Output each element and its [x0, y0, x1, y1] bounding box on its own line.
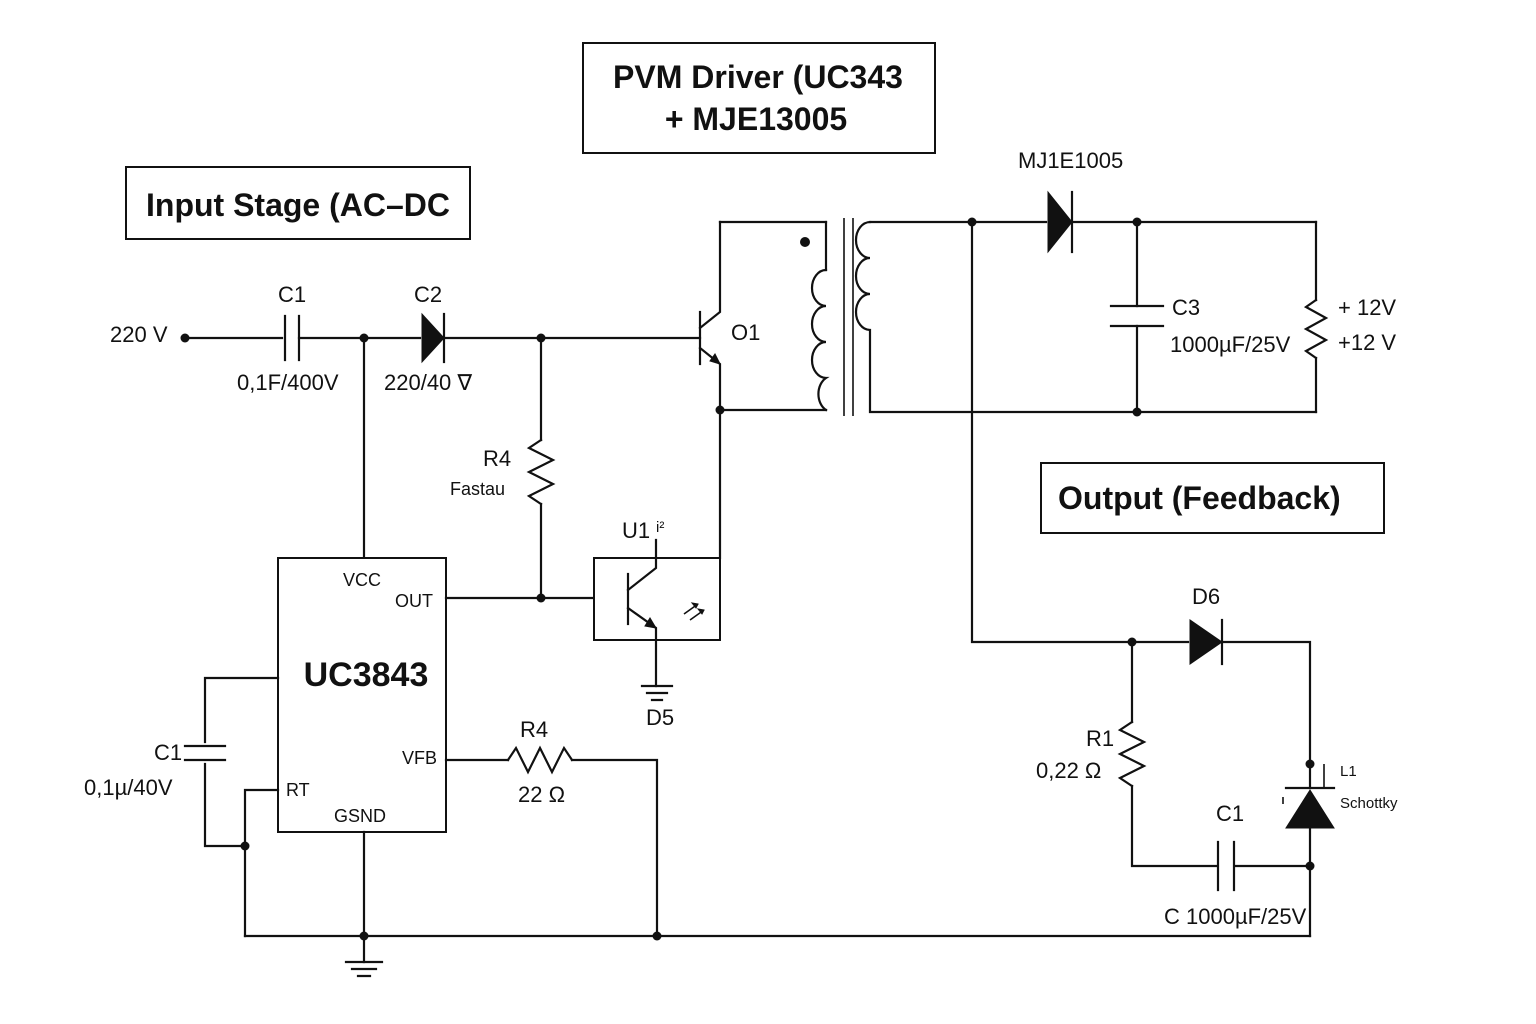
- c1-value: 0,1F/400V: [237, 370, 339, 395]
- c1-fb-name: C1: [1216, 801, 1244, 826]
- ground-symbol: [344, 960, 384, 978]
- r4-bottom-name: R4: [520, 717, 548, 742]
- resistor-r4-top: R4 Fastau: [450, 438, 556, 506]
- driver-title-line1: PVM Driver (UC343: [613, 59, 903, 95]
- wire-feedback-return: [570, 758, 659, 938]
- ic-name: UC3843: [304, 656, 429, 694]
- c2-value: 220/40 ∇: [384, 370, 472, 395]
- c3-value: 1000µF/25V: [1170, 332, 1291, 357]
- input-stage-title-text: Input Stage (AC–DC: [146, 187, 450, 223]
- driver-title-line2: + MJE13005: [665, 101, 847, 137]
- driver-title: PVM Driver (UC343 + MJE13005: [582, 42, 936, 154]
- svg-text:i²: i²: [656, 519, 664, 536]
- c1-left-name: C1: [154, 740, 182, 765]
- input-stage-title: Input Stage (AC–DC: [125, 166, 471, 240]
- capacitor-c3: C3 1000µF/25V: [1109, 220, 1291, 414]
- pin-vfb: VFB: [402, 748, 437, 768]
- load-resistor: + 12V +12 V: [1303, 220, 1396, 414]
- junction-gnd: [359, 931, 369, 941]
- capacitor-c1-feedback: C1 C 1000µF/25V: [1164, 801, 1307, 929]
- capacitor-c1-left: C1 0,1µ/40V: [84, 740, 227, 800]
- capacitor-c1: C1 0,1F/400V: [237, 282, 339, 395]
- resistor-r4-bottom: R4 22 Ω: [506, 717, 574, 807]
- output-title-text: Output (Feedback): [1058, 480, 1341, 516]
- r4-top-value: Fastau: [450, 479, 505, 499]
- ic-uc3843: UC3843 VCC OUT VFB RT GSND: [277, 557, 447, 833]
- c3-name: C3: [1172, 295, 1200, 320]
- r1-name: R1: [1086, 726, 1114, 751]
- junction-feedback: [652, 931, 662, 941]
- d6-name: D6: [1192, 584, 1220, 609]
- r4-bottom-value: 22 Ω: [518, 782, 565, 807]
- output-title: Output (Feedback): [1040, 462, 1385, 534]
- schottky-diode-l1: L1 Schottky: [1282, 762, 1398, 938]
- pin-rt: RT: [286, 780, 310, 800]
- wire-r1-c1: [1130, 784, 1218, 868]
- u1-name: U1: [622, 518, 650, 543]
- wire-rt: [243, 788, 280, 938]
- mj1e1005-name: MJ1E1005: [1018, 148, 1123, 173]
- schottky-label: Schottky: [1340, 795, 1398, 812]
- c1-left-value: 0,1µ/40V: [84, 775, 173, 800]
- o1-name: O1: [731, 320, 760, 345]
- wire-d6-out: [1220, 640, 1312, 766]
- l1-name: L1: [1340, 763, 1357, 780]
- resistor-r1: R1 0,22 Ω: [1036, 720, 1147, 788]
- optocoupler-u1: U1 i²: [593, 518, 721, 688]
- wire-c1-left-top: [203, 676, 280, 744]
- wire-feedback-line: [970, 220, 1190, 644]
- output-voltage-2: +12 V: [1338, 330, 1396, 355]
- c1-name: C1: [278, 282, 306, 307]
- output-voltage-1: + 12V: [1338, 295, 1396, 320]
- c1-fb-value: C 1000µF/25V: [1164, 904, 1307, 929]
- diode-mj1e1005: MJ1E1005: [1018, 148, 1123, 254]
- pin-gsnd: GSND: [334, 806, 386, 826]
- r1-value: 0,22 Ω: [1036, 758, 1101, 783]
- transistor-o1: O1: [698, 220, 760, 412]
- c2-name: C2: [414, 282, 442, 307]
- diode-d6: D6: [1189, 584, 1224, 666]
- input-voltage-label: 220 V: [110, 322, 168, 347]
- wire-c1-left-bottom: [203, 762, 247, 848]
- d5-name: D5: [646, 705, 674, 730]
- ground-d5: D5: [640, 684, 674, 730]
- transformer: [800, 218, 872, 416]
- r4-top-name: R4: [483, 446, 511, 471]
- pin-vcc: VCC: [343, 570, 381, 590]
- pin-out: OUT: [395, 591, 433, 611]
